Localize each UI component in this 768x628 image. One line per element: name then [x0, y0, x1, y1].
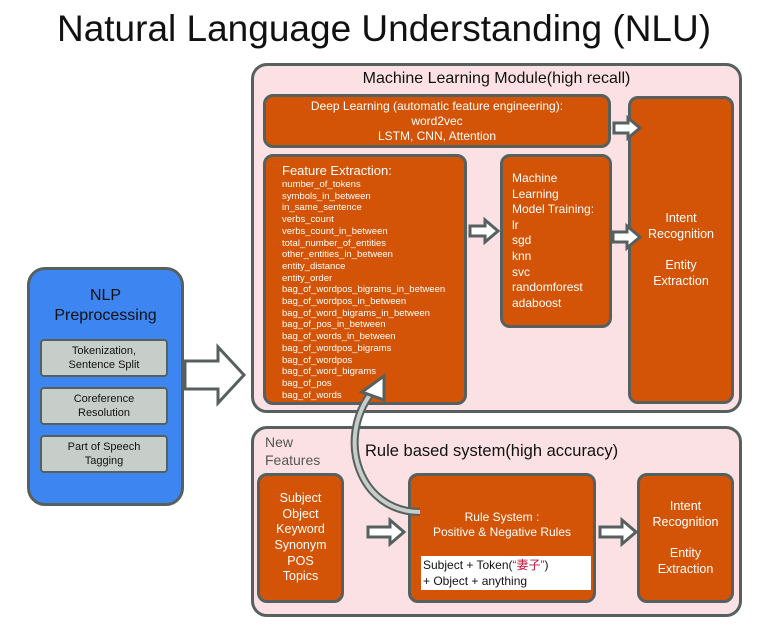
output-line: Recognition	[647, 226, 714, 241]
nlp-step-text: Resolution	[78, 407, 130, 419]
output-line: Recognition	[652, 514, 719, 529]
training-item: svc	[512, 264, 530, 279]
feature-extraction-title: Feature Extraction:	[282, 163, 392, 178]
feature-item: bag_of_wordpos_in_between	[282, 296, 407, 308]
nlp-title: Preprocessing	[54, 307, 157, 324]
curved-arrowhead-icon	[358, 373, 386, 403]
rule-example-text: )	[544, 558, 549, 572]
feature-name: Subject	[279, 491, 322, 506]
feature-name: POS	[287, 553, 314, 568]
feature-item: entity_order	[282, 272, 333, 284]
feature-name: Keyword	[276, 522, 325, 537]
feature-name: Synonym	[274, 538, 327, 552]
new-features-text: Features	[265, 452, 321, 468]
training-item: randomforest	[512, 280, 583, 295]
feature-item: bag_of_word_bigrams_in_between	[282, 307, 430, 319]
deep-learning-line: word2vec	[411, 113, 463, 128]
deep-learning-title: Deep Learning (automatic feature enginee…	[310, 98, 564, 113]
ml-module-title: Machine Learning Module(high recall)	[362, 70, 631, 87]
rule-example: Subject + Token(“妻子”) + Object + anythin…	[421, 556, 591, 590]
curved-arrow-icon	[350, 389, 421, 516]
arrow-right-icon	[366, 516, 407, 548]
feature-item: bag_of_words	[282, 389, 342, 401]
nlp-step-text: Tagging	[84, 455, 124, 467]
output-line: Entity	[669, 546, 702, 560]
training-item: Learning	[512, 186, 559, 201]
rule-system-box: Rule System : Positive & Negative Rules …	[408, 473, 596, 603]
feature-name: Topics	[282, 569, 319, 584]
rule-example-text: + Object + anything	[423, 574, 528, 588]
feature-item: bag_of_pos_in_between	[282, 319, 386, 331]
nlp-step-text: Part of Speech	[67, 441, 141, 453]
rule-system-title: Rule System :	[464, 510, 540, 524]
deep-learning-line: LSTM, CNN, Attention	[377, 128, 497, 143]
rule-module-title: Rule based system(high accuracy)	[365, 442, 619, 460]
output-line: Extraction	[657, 561, 714, 576]
nlp-step-text: Sentence Split	[68, 359, 140, 371]
output-line: Extraction	[653, 273, 709, 288]
training-item: adaboost	[512, 295, 562, 310]
feature-item: symbols_in_between	[282, 190, 371, 202]
nlp-step: Tokenization, Sentence Split	[40, 339, 168, 377]
arrow-right-icon	[468, 216, 501, 246]
feature-item: bag_of_word_bigrams	[282, 366, 377, 378]
feature-item: bag_of_wordpos_bigrams	[282, 342, 392, 354]
training-item: Model Training:	[512, 202, 595, 217]
feature-item: verbs_count	[282, 214, 334, 226]
feature-item: bag_of_words_in_between	[282, 331, 396, 343]
intent-recognition-box-rule: Intent Recognition Entity Extraction	[637, 473, 734, 603]
output-line: Entity	[665, 258, 697, 272]
rule-example-text: Subject + Token(	[423, 558, 513, 572]
feature-item: bag_of_pos	[282, 377, 332, 389]
deep-learning-box: Deep Learning (automatic feature enginee…	[263, 94, 611, 148]
feature-item: in_same_sentence	[282, 202, 362, 214]
feature-name: Object	[282, 506, 319, 521]
nlp-title: NLP	[89, 287, 122, 304]
training-item: sgd	[512, 233, 532, 248]
output-line: Intent	[669, 499, 702, 513]
arrow-right-icon	[598, 516, 639, 548]
feature-item: entity_distance	[282, 260, 346, 272]
arrow-right-icon	[612, 114, 643, 142]
feature-item: other_entities_in_between	[282, 249, 393, 261]
feature-item: bag_of_wordpos	[282, 354, 353, 366]
new-features-label: New Features	[265, 433, 320, 469]
intent-recognition-box-ml: Intent Recognition Entity Extraction	[628, 96, 734, 404]
output-line: Intent	[665, 211, 697, 225]
feature-item: number_of_tokens	[282, 179, 361, 190]
new-features-text: New	[265, 434, 294, 450]
feature-item: total_number_of_entities	[282, 237, 387, 249]
arrow-right-icon	[611, 222, 643, 252]
rule-system-subtitle: Positive & Negative Rules	[432, 525, 572, 539]
feature-item: bag_of_wordpos_bigrams_in_between	[282, 284, 446, 296]
page-title: Natural Language Understanding (NLU)	[56, 8, 712, 49]
training-item: lr	[512, 217, 519, 232]
nlp-step-text: Tokenization,	[71, 345, 137, 357]
training-item: Machine	[512, 171, 558, 185]
big-arrow-icon	[183, 343, 247, 407]
training-item: knn	[512, 248, 532, 263]
feature-item: verbs_count_in_between	[282, 225, 388, 237]
nlp-step-text: Coreference	[73, 393, 135, 405]
rule-example-token: “妻子”	[512, 558, 545, 572]
